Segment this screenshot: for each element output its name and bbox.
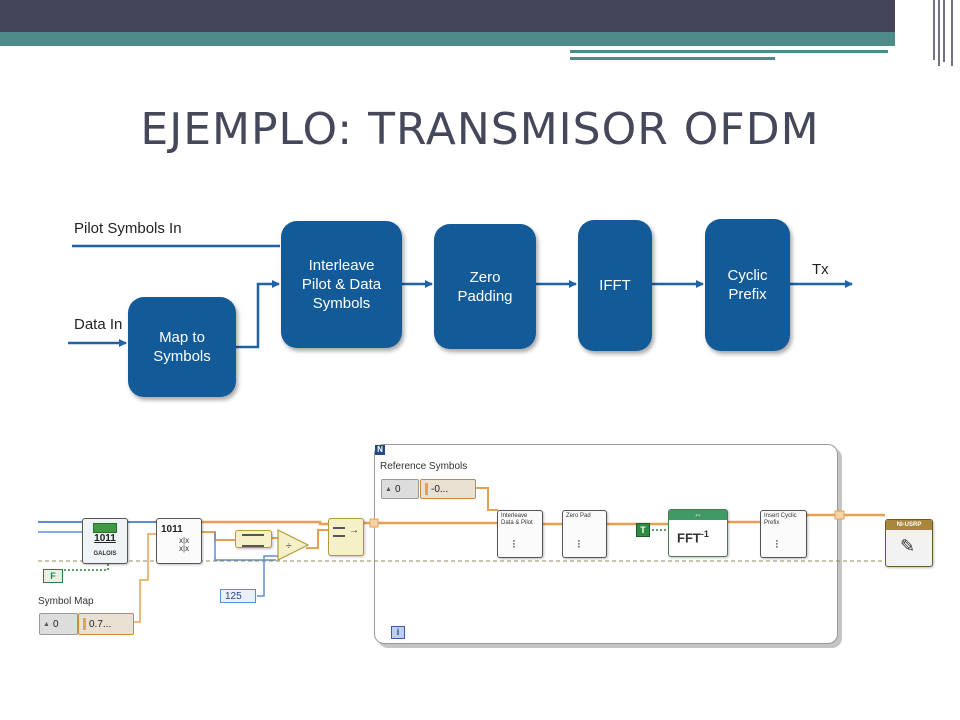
array-subset-node[interactable]: [235, 530, 272, 548]
ifft-block: IFFT: [578, 220, 652, 351]
galois-source-node[interactable]: 1011 GALOIS: [82, 518, 128, 564]
swap-arrows-icon: ⇔: [669, 510, 727, 520]
reference-symbols-label: Reference Symbols: [380, 461, 468, 472]
iteration-terminal: N: [375, 445, 385, 455]
loop-info-icon: i: [391, 626, 405, 639]
tx-output-label: Tx: [812, 261, 829, 278]
build-array-node[interactable]: →: [328, 518, 364, 556]
reference-symbols-array[interactable]: -0...: [420, 479, 476, 499]
symbol-map-array[interactable]: 0.7...: [78, 613, 134, 635]
ni-usrp-write-node[interactable]: NI-USRP ✎: [885, 519, 933, 567]
reference-symbols-index[interactable]: ▲0: [381, 479, 419, 499]
plot-icon: ⁝: [775, 537, 779, 551]
slide-title: EJEMPLO: TRANSMISOR OFDM: [140, 104, 820, 155]
plot-icon: ⁝: [577, 537, 581, 551]
pilot-symbols-in-label: Pilot Symbols In: [74, 220, 182, 237]
constant-125[interactable]: 125: [220, 589, 256, 603]
interleave-subvi[interactable]: Interleave Data & Pilot ⁝: [497, 510, 543, 558]
pencil-icon: ✎: [900, 536, 916, 556]
svg-text:÷: ÷: [286, 541, 292, 552]
header-decoration: [565, 0, 960, 66]
ifft-node[interactable]: ⇔ FFT-1: [668, 509, 728, 557]
header-accent-bar: [0, 32, 960, 46]
fft-label: FFT-1: [677, 529, 709, 546]
symbol-map-label: Symbol Map: [38, 596, 94, 607]
symbol-map-index[interactable]: ▲0: [39, 613, 78, 635]
divide-node[interactable]: ÷: [276, 528, 310, 562]
false-constant[interactable]: F: [43, 569, 63, 583]
header-bar: [0, 0, 960, 32]
plot-icon: ⁝: [512, 537, 516, 551]
true-constant[interactable]: T: [636, 523, 650, 537]
galois-icon: [93, 523, 117, 533]
block-diagram-arrows: [68, 244, 853, 349]
cyclic-prefix-subvi[interactable]: Insert Cyclic Prefix ⁝: [760, 510, 807, 558]
data-in-label: Data In: [74, 316, 123, 333]
zero-pad-subvi[interactable]: Zero Pad ⁝: [562, 510, 607, 558]
